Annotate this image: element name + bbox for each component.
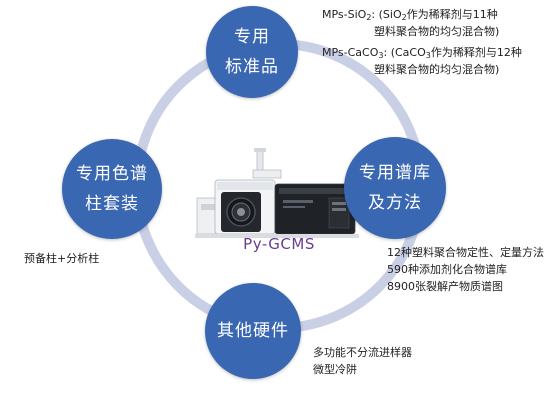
library-note-line2: 590种添加剂化合物谱库 — [387, 263, 507, 276]
hardware-note: 多功能不分流进样器 微型冷阱 — [313, 344, 412, 378]
node-library-line2: 及方法 — [368, 193, 422, 213]
hardware-note-line1: 多功能不分流进样器 — [313, 346, 412, 359]
node-library-line1: 专用谱库 — [359, 163, 431, 183]
node-standards: 专用 标准品 — [206, 6, 298, 98]
library-note-line3: 8900张裂解产物质谱图 — [387, 280, 503, 293]
node-hardware: 其他硬件 — [205, 283, 301, 379]
standards-sio2-line: MPs-SiO2: (SiO2作为稀释剂与11种 — [322, 6, 522, 23]
standards-note: MPs-SiO2: (SiO2作为稀释剂与11种 塑料聚合物的均匀混合物) MP… — [322, 6, 522, 78]
caco3-name-sub: 3 — [378, 51, 384, 60]
caco3-mid-sub: 3 — [425, 51, 431, 60]
sio2-name-sub: 2 — [366, 13, 372, 22]
pyrolysis-gcms-instrument — [195, 148, 359, 238]
standards-caco3-line: MPs-CaCO3: (CaCO3作为稀释剂与12种 — [322, 44, 522, 61]
columns-note: 预备柱+分析柱 — [24, 250, 99, 267]
node-hardware-line1: 其他硬件 — [217, 321, 289, 341]
standards-caco3-cont: 塑料聚合物的均匀混合物) — [374, 63, 500, 76]
caco3-name: MPs-CaCO — [322, 46, 379, 59]
caco3-tail: 作为稀释剂与12种 — [430, 46, 522, 59]
hardware-note-line2: 微型冷阱 — [313, 363, 357, 376]
node-standards-line2: 标准品 — [225, 57, 279, 77]
columns-note-line1: 预备柱+分析柱 — [24, 252, 100, 265]
node-library: 专用谱库 及方法 — [344, 137, 446, 239]
sio2-mid: : (SiO — [371, 8, 402, 21]
caco3-mid: : (CaCO — [383, 46, 426, 59]
sio2-mid-sub: 2 — [401, 13, 407, 22]
node-columns: 专用色谱 柱套装 — [62, 139, 162, 239]
node-columns-line2: 柱套装 — [85, 194, 139, 214]
center-label: Py-GCMS — [243, 235, 315, 253]
standards-sio2-cont: 塑料聚合物的均匀混合物) — [374, 25, 500, 38]
library-note: 12种塑料聚合物定性、定量方法 590种添加剂化合物谱库 8900张裂解产物质谱… — [387, 244, 544, 295]
sio2-tail: 作为稀释剂与11种 — [406, 8, 498, 21]
sio2-name: MPs-SiO — [322, 8, 367, 21]
node-standards-line1: 专用 — [234, 27, 270, 47]
library-note-line1: 12种塑料聚合物定性、定量方法 — [387, 246, 544, 259]
node-columns-line1: 专用色谱 — [76, 164, 148, 184]
